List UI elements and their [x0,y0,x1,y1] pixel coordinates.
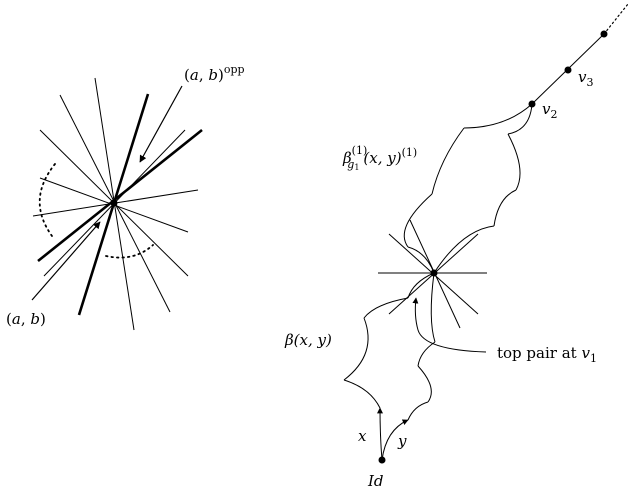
cactus-arc [417,365,432,403]
cactus-arc [403,193,433,248]
right-figure: v2 v3 β(1)g1(x, y)(1) β(x, y) top pair a… [284,3,629,490]
arrow-ab-opp [139,85,183,163]
vertex-v1 [430,269,438,277]
cactus-arc [343,317,369,381]
cactus-arc [343,379,381,409]
label-ab-opp: (a, b)opp [184,63,245,84]
upper-cactus-curves [403,103,533,274]
dotted-arc-left [38,163,56,237]
cactus-arc [430,272,436,343]
arrow-ab [31,221,101,301]
bold-line [37,128,203,263]
label-beta-xy: β(x, y) [284,331,332,349]
cactus-arc [507,103,533,135]
cactus-arc [363,297,409,319]
cactus-arc [407,246,435,274]
label-id: Id [367,472,384,490]
vertex-id [378,456,386,464]
arrow-y [381,419,409,461]
dotted-arc-right [105,244,154,259]
left-center-vertex [110,199,118,207]
left-figure: (a, b) (a, b)opp [6,63,245,331]
label-top-pair: top pair at v1 [497,344,597,365]
label-beta-g1: β(1)g1(x, y)(1) [342,144,417,172]
cactus-arc [433,225,495,274]
left-bold-lines [37,93,203,316]
cactus-arc [407,401,429,421]
cactus-arc [463,103,533,129]
label-v2: v2 [542,100,557,121]
vertex-v4 [600,30,608,38]
label-x: x [358,427,367,445]
arrow-x [377,407,384,461]
lower-cactus-curves [343,272,436,421]
cactus-arc [507,133,521,191]
label-v3: v3 [578,68,593,89]
vertex-v3 [564,66,572,74]
arrow-top-pair [412,297,487,353]
label-y: y [397,432,407,450]
cactus-arc [431,127,465,195]
cactus-arc [417,341,436,367]
vertex-v2 [528,100,536,108]
vertex-path-dotted [603,3,629,35]
cactus-arc [493,189,517,227]
label-ab: (a, b) [6,310,46,328]
cactus-arc [407,272,435,299]
